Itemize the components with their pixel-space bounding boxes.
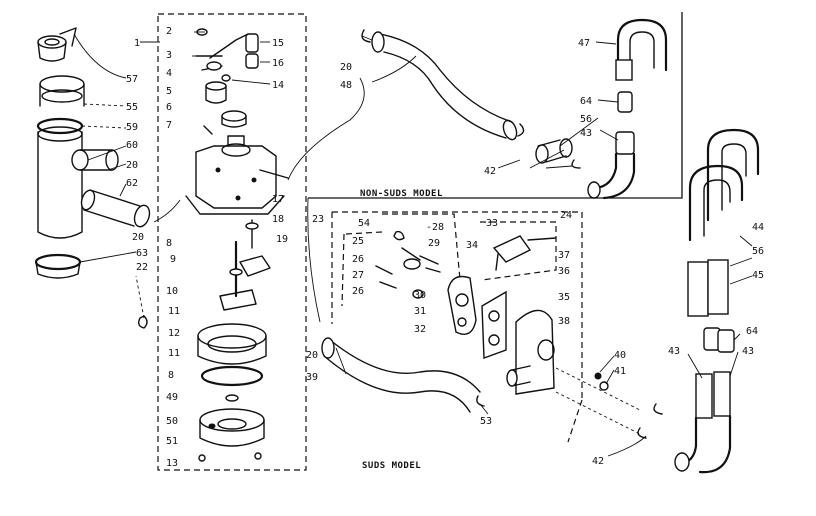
label-53: 53 (480, 416, 492, 427)
non-suds-model-section: NON-SUDS MODEL (308, 12, 683, 200)
label-64b: 64 (746, 326, 758, 337)
label-9: 9 (170, 254, 176, 265)
label-28: -28 (426, 222, 444, 233)
non-suds-model-title: NON-SUDS MODEL (360, 189, 443, 199)
label-43a: 43 (580, 128, 592, 139)
label-56a: 56 (580, 114, 592, 125)
label-43c: 43 (668, 346, 680, 357)
label-16: 16 (272, 58, 284, 69)
label-31: 31 (414, 306, 426, 317)
suds-model-section (321, 128, 760, 474)
label-32: 32 (414, 324, 426, 335)
label-20d: 20 (306, 350, 318, 361)
label-7: 7 (166, 120, 172, 131)
label-37: 37 (558, 250, 570, 261)
label-18: 18 (272, 214, 284, 225)
label-38: 38 (558, 316, 570, 327)
label-22: 22 (136, 262, 148, 273)
label-41: 41 (614, 366, 626, 377)
label-54: 54 (358, 218, 370, 229)
label-4: 4 (166, 68, 172, 79)
label-34: 34 (466, 240, 478, 251)
label-24: 24 (560, 210, 572, 221)
label-26a: 26 (352, 254, 364, 265)
label-30: 30 (414, 290, 426, 301)
label-10: 10 (166, 286, 178, 297)
label-20b: 20 (132, 232, 144, 243)
suds-model-title: SUDS MODEL (362, 461, 421, 471)
label-1: 1 (134, 38, 140, 49)
label-43b: 43 (742, 346, 754, 357)
label-13: 13 (166, 458, 178, 469)
label-40: 40 (614, 350, 626, 361)
label-2: 2 (166, 26, 172, 37)
label-27: 27 (352, 270, 364, 281)
label-17: 17 (272, 194, 284, 205)
label-11a: 11 (168, 306, 180, 317)
label-48: 48 (340, 80, 352, 91)
label-56b: 56 (752, 246, 764, 257)
label-6: 6 (166, 102, 172, 113)
label-35: 35 (558, 292, 570, 303)
label-51: 51 (166, 436, 178, 447)
label-44: 44 (752, 222, 764, 233)
label-64a: 64 (580, 96, 592, 107)
label-39: 39 (306, 372, 318, 383)
label-50: 50 (166, 416, 178, 427)
label-49: 49 (166, 392, 178, 403)
label-8a: 8 (166, 238, 172, 249)
leader-lines (73, 31, 753, 457)
label-45: 45 (752, 270, 764, 281)
label-20a: 20 (126, 160, 138, 171)
label-47: 47 (578, 38, 590, 49)
label-14: 14 (272, 80, 284, 91)
label-59: 59 (126, 122, 138, 133)
label-11b: 11 (168, 348, 180, 359)
label-60: 60 (126, 140, 138, 151)
label-15: 15 (272, 38, 284, 49)
label-36: 36 (558, 266, 570, 277)
label-42b: 42 (592, 456, 604, 467)
label-8b: 8 (168, 370, 174, 381)
label-63: 63 (136, 248, 148, 259)
label-5: 5 (166, 86, 172, 97)
label-62: 62 (126, 178, 138, 189)
filter-assembly-parts (34, 27, 151, 329)
label-19: 19 (276, 234, 288, 245)
pump-assembly (157, 13, 307, 471)
label-33: 33 (486, 218, 498, 229)
label-26b: 26 (352, 286, 364, 297)
label-29: 29 (428, 238, 440, 249)
label-25: 25 (352, 236, 364, 247)
callout-labels: 1 2 3 4 5 6 7 8 9 10 11 12 11 8 49 50 51… (126, 26, 764, 471)
label-20c: 20 (340, 62, 352, 73)
label-42a: 42 (484, 166, 496, 177)
label-3: 3 (166, 50, 172, 61)
label-55: 55 (126, 102, 138, 113)
label-23: 23 (312, 214, 324, 225)
label-57: 57 (126, 74, 138, 85)
label-12: 12 (168, 328, 180, 339)
